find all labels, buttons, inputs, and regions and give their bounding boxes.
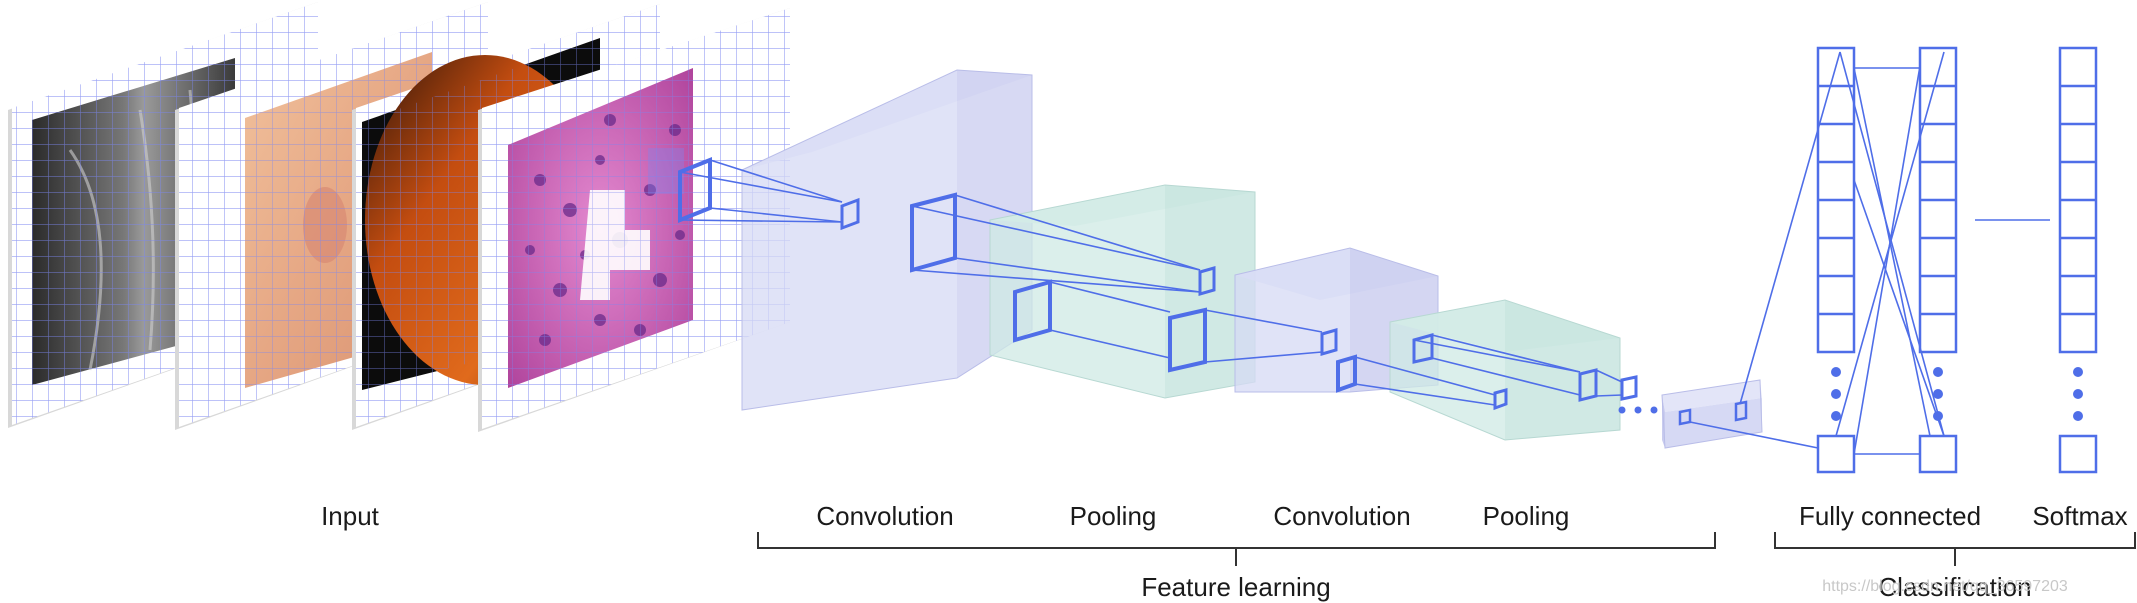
histology-slide-image xyxy=(478,8,790,432)
pool-block-1 xyxy=(989,184,1256,399)
vertical-ellipsis-dots xyxy=(1831,367,2083,421)
input-images xyxy=(8,2,790,432)
label-fully-connected: Fully connected xyxy=(1799,501,1981,531)
fully-connected-column-2 xyxy=(1918,46,1958,474)
feature-learning-bracket xyxy=(757,532,1716,549)
label-classification: Classification xyxy=(1878,572,2031,602)
feature-learning-network xyxy=(679,69,1819,449)
pool-block-2 xyxy=(1389,299,1621,441)
label-softmax: Softmax xyxy=(2032,501,2127,531)
label-convolution-2: Convolution xyxy=(1273,501,1410,531)
label-pooling-1: Pooling xyxy=(1070,501,1157,531)
label-pooling-2: Pooling xyxy=(1483,501,1570,531)
stage-labels: Input Convolution Pooling Convolution Po… xyxy=(321,501,2128,531)
dense-connections xyxy=(1739,51,2050,455)
watermark-text: https://blog.csdn.net/qq_36597203 xyxy=(1822,578,2068,595)
classification-network xyxy=(1739,46,2098,474)
classification-bracket xyxy=(1774,532,2136,549)
kernel-projections xyxy=(679,159,1819,449)
group-brackets xyxy=(757,532,2136,566)
label-convolution-1: Convolution xyxy=(816,501,953,531)
label-feature-learning: Feature learning xyxy=(1141,572,1330,602)
softmax-column xyxy=(2058,46,2098,474)
label-input: Input xyxy=(321,501,380,531)
ellipsis-dots xyxy=(1618,406,1658,414)
